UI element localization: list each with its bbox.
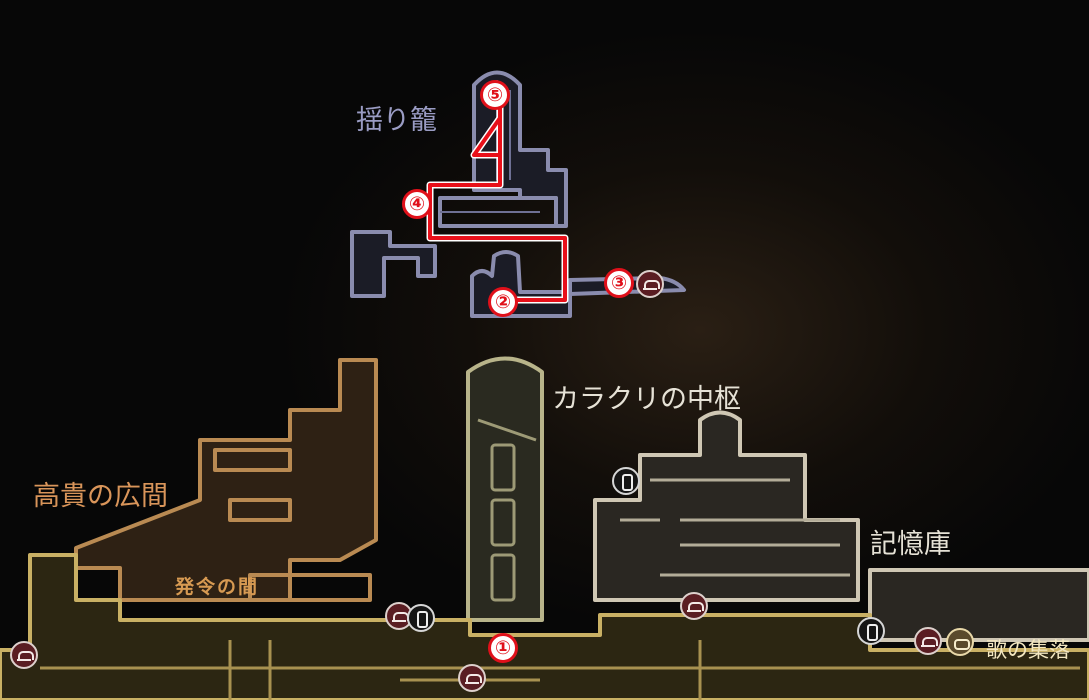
area-label-command-chamber: 発令の間 [175, 576, 260, 598]
bell-icon[interactable] [946, 628, 974, 656]
area-label-cradle: 揺り籠 [356, 105, 437, 136]
lower-corridor [0, 553, 1089, 700]
bench-icon[interactable] [10, 641, 38, 669]
area-label-high-halls: 高貴の広間 [33, 481, 168, 512]
lift-icon[interactable] [857, 617, 885, 645]
area-label-clockwork-core: カラクリの中枢 [552, 384, 741, 415]
clockwork-core-inner [477, 418, 537, 602]
route-step-3: ③ [604, 268, 634, 298]
high-halls-region [74, 358, 378, 602]
memorium-region [593, 410, 1089, 642]
lower-corridor-lines [40, 640, 1080, 700]
bench-icon[interactable] [680, 592, 708, 620]
bench-icon[interactable] [914, 627, 942, 655]
route-path [426, 88, 569, 304]
lift-icon[interactable] [407, 604, 435, 632]
area-label-songclave: 歌の集落 [986, 638, 1070, 662]
memorium-inner [620, 478, 850, 577]
route-step-2: ② [488, 287, 518, 317]
route-step-1: ① [488, 633, 518, 663]
route-step-4: ④ [402, 189, 432, 219]
area-label-memorium: 記憶庫 [870, 529, 951, 560]
lift-icon[interactable] [612, 467, 640, 495]
bench-icon[interactable] [636, 270, 664, 298]
route-step-5: ⑤ [480, 80, 510, 110]
bench-icon[interactable] [458, 664, 486, 692]
